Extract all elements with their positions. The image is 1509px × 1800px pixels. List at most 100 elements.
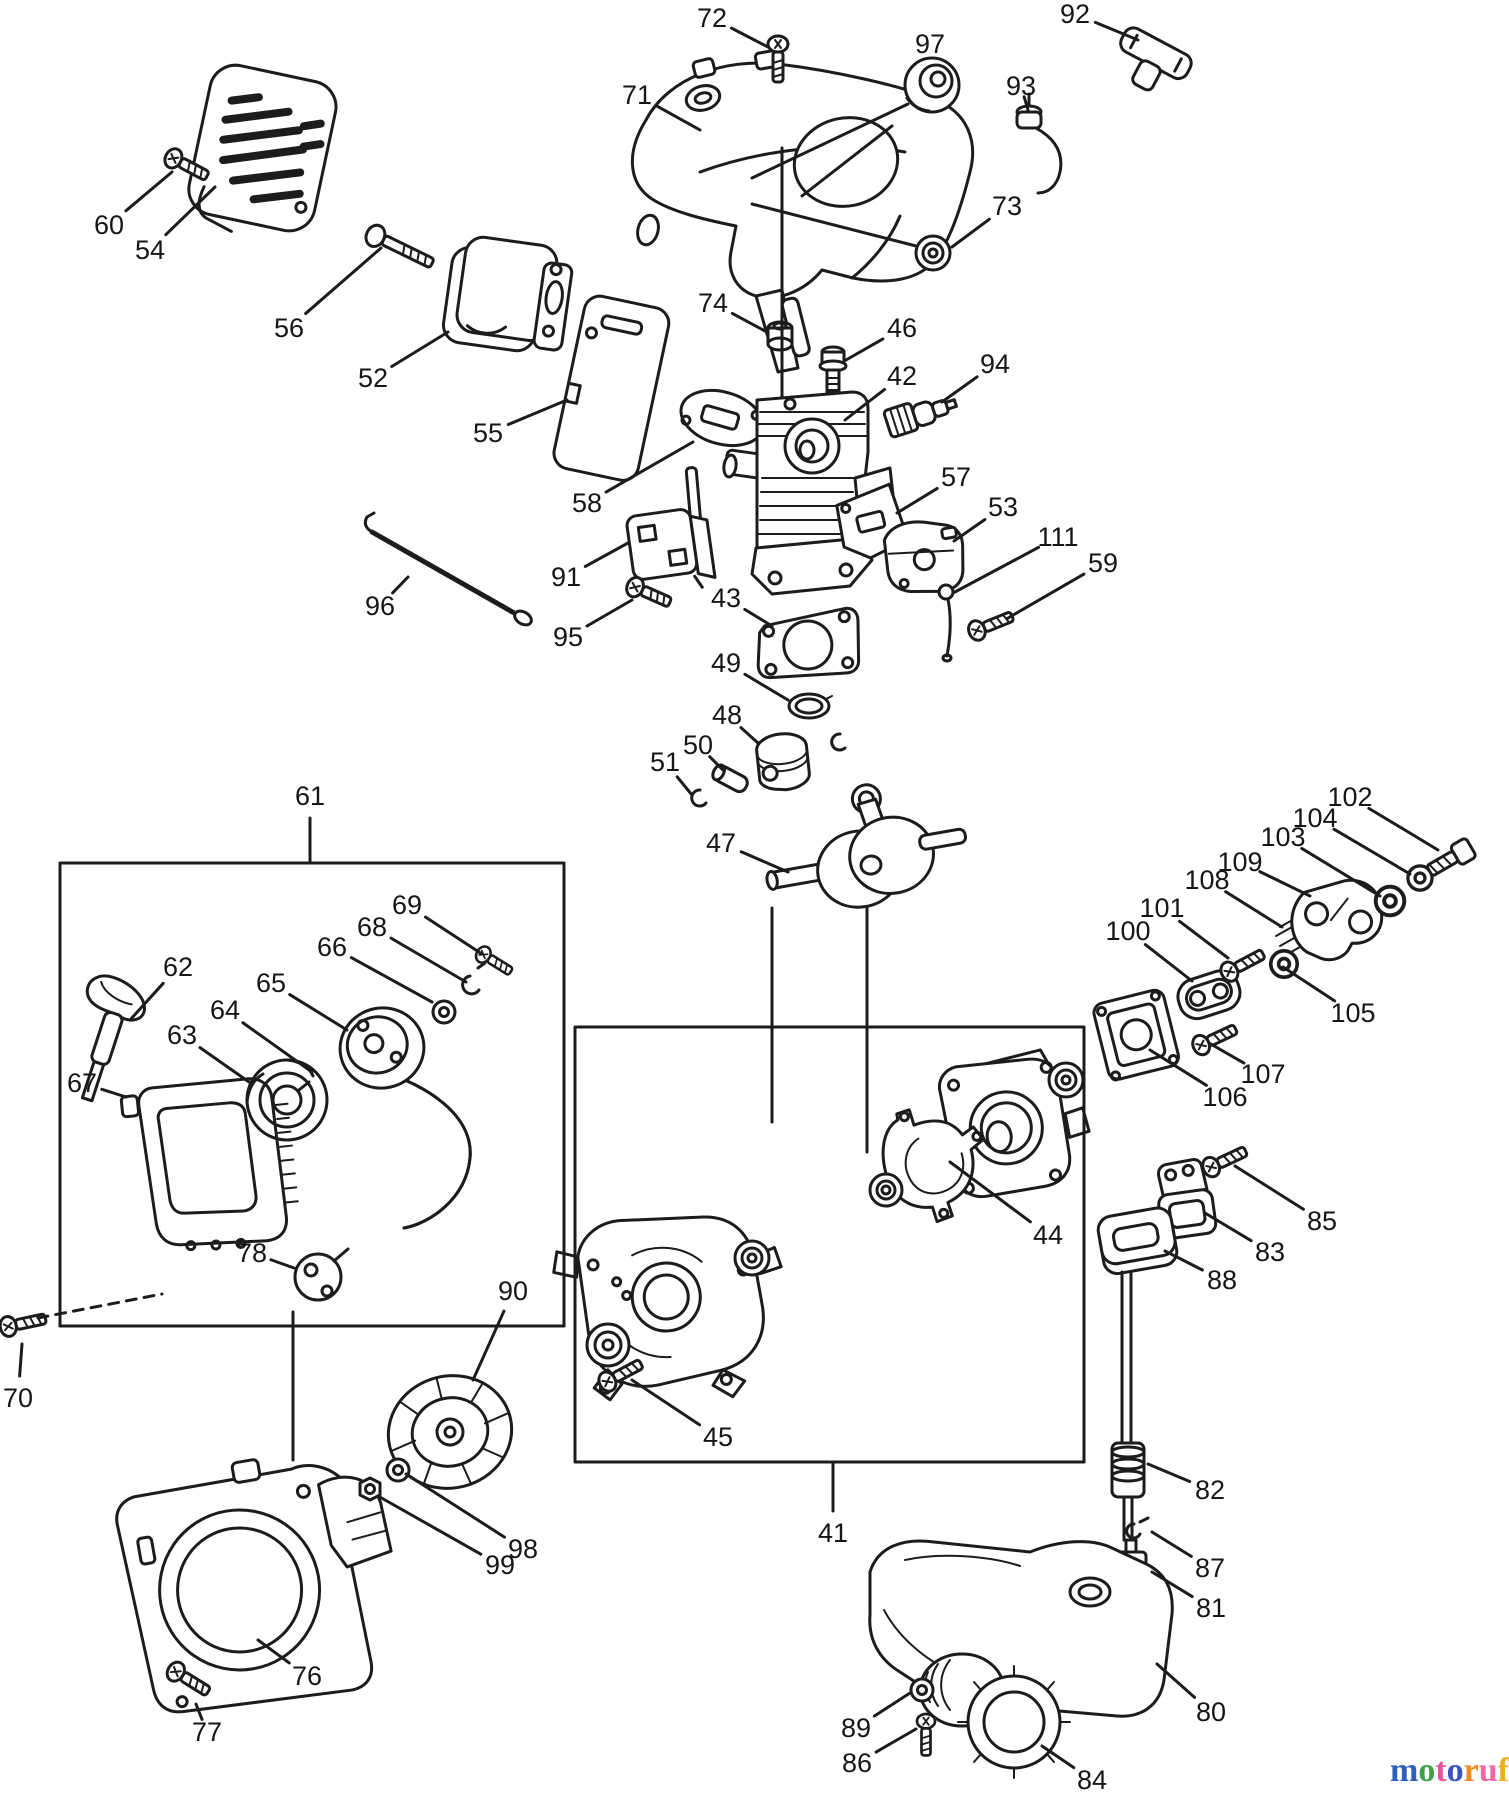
part-label-53: 53 — [988, 492, 1018, 522]
choke-rod-art — [937, 583, 955, 663]
choke-knob-art — [1119, 26, 1193, 92]
leader-line-101 — [1178, 919, 1230, 960]
part-label-88: 88 — [1207, 1265, 1237, 1295]
leader-line-52 — [390, 330, 450, 368]
leader-line-89 — [872, 1691, 912, 1718]
part-label-111: 111 — [1037, 522, 1078, 552]
breather-valve-art — [818, 345, 848, 394]
leader-line-43 — [743, 607, 774, 628]
part-label-42: 42 — [887, 361, 917, 391]
part-label-100: 100 — [1105, 916, 1150, 946]
washer-89-art — [909, 1677, 935, 1703]
muffler-art — [441, 235, 574, 353]
part-label-59: 59 — [1088, 548, 1118, 578]
leader-line-87 — [1150, 1530, 1193, 1558]
bearing-45a-art — [585, 1322, 631, 1368]
leader-line-50 — [708, 755, 726, 773]
leader-line-108 — [1224, 890, 1284, 929]
part-label-72: 72 — [697, 3, 727, 33]
leader-line-65 — [288, 993, 349, 1032]
leader-line-72 — [730, 26, 770, 49]
motoruf-watermark: motoruf’.de — [1390, 1752, 1509, 1790]
piston-ring-art — [787, 692, 833, 720]
leader-line-53 — [952, 518, 987, 543]
leader-line-57 — [895, 486, 939, 515]
leader-line-64 — [241, 1021, 314, 1074]
part-label-105: 105 — [1330, 998, 1375, 1028]
part-label-44: 44 — [1033, 1220, 1063, 1250]
part-label-63: 63 — [167, 1020, 197, 1050]
leader-line-56 — [304, 246, 383, 316]
muffler-gasket-art — [552, 294, 671, 482]
bearing-44b-art — [868, 1172, 904, 1208]
part-label-47: 47 — [706, 828, 736, 858]
leader-line-59 — [1006, 572, 1086, 620]
watermark-letter: u — [1478, 1752, 1498, 1789]
leader-line-102 — [1367, 806, 1440, 852]
leader-line-104 — [1332, 827, 1412, 876]
part-label-96: 96 — [365, 591, 395, 621]
leader-line-60 — [124, 170, 174, 213]
leader-line-85 — [1233, 1164, 1305, 1211]
leader-line-103 — [1300, 846, 1382, 898]
clutch-shoe-art — [1290, 878, 1384, 962]
leader-line-100 — [1143, 943, 1194, 983]
leader-line-70 — [18, 1342, 24, 1378]
part-label-55: 55 — [473, 418, 503, 448]
leader-line-95 — [585, 598, 634, 628]
clip-68-art — [461, 961, 487, 996]
part-label-97: 97 — [915, 29, 945, 59]
tank-cap-art — [957, 1665, 1071, 1779]
bearing-44a-art — [1047, 1061, 1085, 1099]
part-label-56: 56 — [274, 313, 304, 343]
leader-line-93 — [1022, 95, 1030, 112]
part-label-80: 80 — [1196, 1697, 1226, 1727]
leader-line-94 — [940, 375, 979, 404]
clutch-plate-art — [1176, 969, 1242, 1021]
pipe-clip-art — [1125, 1516, 1150, 1540]
part-label-103: 103 — [1260, 822, 1305, 852]
part-label-89: 89 — [841, 1713, 871, 1743]
rewind-spring-art — [245, 1058, 329, 1142]
piston-pin-art — [711, 763, 749, 794]
part-label-87: 87 — [1195, 1553, 1225, 1583]
part-label-92: 92 — [1060, 0, 1090, 29]
leader-line-71 — [654, 104, 702, 132]
clutch-spring-art — [1275, 917, 1301, 957]
leader-line-99 — [376, 1494, 483, 1556]
leader-line-109 — [1258, 870, 1312, 898]
grommet-73-art — [914, 234, 952, 272]
part-label-78: 78 — [237, 1238, 267, 1268]
leader-line-69 — [423, 915, 484, 956]
fuel-pipe-art — [1110, 1270, 1146, 1542]
watermark-letter: o — [1446, 1752, 1464, 1789]
assembly-line — [36, 1292, 164, 1320]
clutch-flange-art — [1092, 988, 1180, 1082]
part-label-104: 104 — [1292, 803, 1337, 833]
part-label-45: 45 — [703, 1422, 733, 1452]
carburetor-art — [882, 520, 965, 593]
screw-86-art — [915, 1712, 937, 1757]
spark-plug-art — [882, 398, 958, 439]
leader-line-107 — [1207, 1041, 1246, 1065]
screw-95-art — [622, 573, 676, 614]
leader-line-62 — [128, 981, 165, 1022]
part-label-68: 68 — [357, 912, 387, 942]
group-box-61 — [58, 861, 566, 1328]
part-label-109: 109 — [1217, 847, 1262, 877]
leader-line-76 — [256, 1638, 291, 1665]
base-gasket-art — [756, 606, 861, 680]
leader-line-98 — [404, 1472, 506, 1539]
part-label-71: 71 — [622, 80, 652, 110]
part-label-61: 61 — [295, 781, 325, 811]
fan-housing-art — [115, 1458, 393, 1714]
part-label-69: 69 — [392, 890, 422, 920]
part-label-57: 57 — [941, 462, 971, 492]
bushing-66-art — [431, 999, 457, 1025]
leader-line-91 — [583, 541, 630, 568]
part-label-94: 94 — [980, 349, 1010, 379]
part-label-101: 101 — [1139, 893, 1184, 923]
leader-line-96 — [391, 575, 410, 595]
part-label-77: 77 — [192, 1717, 222, 1747]
